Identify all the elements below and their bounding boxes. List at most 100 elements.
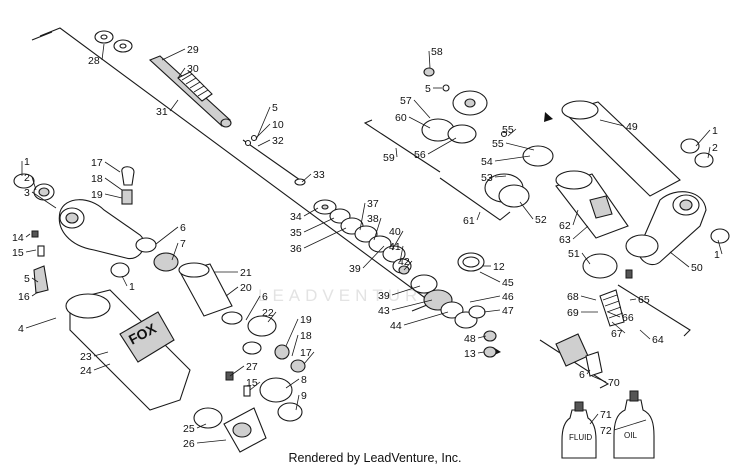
- callout-18[interactable]: 18: [300, 330, 312, 342]
- callout-36[interactable]: 36: [290, 243, 302, 255]
- oring-6-mid: [135, 237, 157, 253]
- callout-20[interactable]: 20: [240, 282, 252, 294]
- callout-48[interactable]: 48: [464, 333, 476, 345]
- callout-39[interactable]: 39: [378, 290, 390, 302]
- callout-51[interactable]: 51: [568, 248, 580, 260]
- callout-63[interactable]: 63: [559, 234, 571, 246]
- callout-4[interactable]: 4: [18, 323, 24, 335]
- callout-35[interactable]: 35: [290, 227, 302, 239]
- callout-15[interactable]: 15: [12, 247, 24, 259]
- callout-16[interactable]: 16: [18, 291, 30, 303]
- callout-42[interactable]: 42: [398, 256, 410, 268]
- callout-22[interactable]: 22: [262, 307, 274, 319]
- callout-leader: [611, 321, 626, 334]
- callout-32[interactable]: 32: [272, 135, 284, 147]
- callout-5[interactable]: 5: [24, 273, 30, 285]
- callout-2[interactable]: 2: [712, 142, 718, 154]
- callout-66[interactable]: 66: [622, 312, 634, 324]
- callout-60[interactable]: 60: [395, 112, 407, 124]
- callout-49[interactable]: 49: [626, 121, 638, 133]
- callout-leader: [391, 285, 421, 296]
- callout-26[interactable]: 26: [183, 438, 195, 450]
- callout-28[interactable]: 28: [88, 55, 100, 67]
- callout-55[interactable]: 55: [502, 124, 514, 136]
- callout-56[interactable]: 56: [414, 149, 426, 161]
- callout-41[interactable]: 41: [389, 241, 401, 253]
- callout-33[interactable]: 33: [313, 169, 325, 181]
- callout-34[interactable]: 34: [290, 211, 302, 223]
- callout-8[interactable]: 8: [301, 374, 307, 386]
- callout-13[interactable]: 13: [464, 348, 476, 360]
- callout-38[interactable]: 38: [367, 213, 379, 225]
- callout-5[interactable]: 5: [425, 83, 431, 95]
- pin-15: [37, 245, 45, 257]
- callout-46[interactable]: 46: [502, 291, 514, 303]
- callout-52[interactable]: 52: [535, 214, 547, 226]
- callout-14[interactable]: 14: [12, 232, 24, 244]
- callout-57[interactable]: 57: [400, 95, 412, 107]
- callout-67[interactable]: 67: [611, 328, 623, 340]
- callout-69[interactable]: 69: [567, 307, 579, 319]
- callout-40[interactable]: 40: [389, 226, 401, 238]
- callout-10[interactable]: 10: [272, 119, 284, 131]
- callout-17[interactable]: 17: [300, 347, 312, 359]
- callout-6[interactable]: 6: [180, 222, 186, 234]
- callout-5[interactable]: 5: [272, 102, 278, 114]
- callout-leader: [359, 202, 366, 231]
- callout-50[interactable]: 50: [691, 262, 703, 274]
- callout-54[interactable]: 54: [481, 156, 493, 168]
- callout-55[interactable]: 55: [492, 138, 504, 150]
- callout-53[interactable]: 53: [481, 172, 493, 184]
- callout-1[interactable]: 1: [24, 156, 30, 168]
- callout-17[interactable]: 17: [91, 157, 103, 169]
- callout-59[interactable]: 59: [383, 152, 395, 164]
- callout-23[interactable]: 23: [80, 351, 92, 363]
- callout-7[interactable]: 7: [180, 238, 186, 250]
- callout-9[interactable]: 9: [301, 390, 307, 402]
- callout-19[interactable]: 19: [91, 189, 103, 201]
- callout-12[interactable]: 12: [493, 261, 505, 273]
- callout-71[interactable]: 71: [600, 409, 612, 421]
- callout-leader: [483, 309, 501, 313]
- callout-leader: [31, 176, 37, 191]
- callout-62[interactable]: 62: [559, 220, 571, 232]
- callout-21[interactable]: 21: [240, 267, 252, 279]
- arrow-marker-top: [544, 112, 553, 122]
- callout-37[interactable]: 37: [367, 198, 379, 210]
- callout-39[interactable]: 39: [349, 263, 361, 275]
- callout-64[interactable]: 64: [652, 334, 664, 346]
- callout-30[interactable]: 30: [187, 63, 199, 75]
- callout-leader: [362, 245, 385, 269]
- callout-72[interactable]: 72: [600, 425, 612, 437]
- callout-31[interactable]: 31: [156, 106, 168, 118]
- callout-6[interactable]: 6: [262, 291, 268, 303]
- callout-1[interactable]: 1: [714, 249, 720, 261]
- callout-3[interactable]: 3: [24, 187, 30, 199]
- callout-1[interactable]: 1: [712, 125, 718, 137]
- callout-65[interactable]: 65: [638, 294, 650, 306]
- callout-47[interactable]: 47: [502, 305, 514, 317]
- callout-45[interactable]: 45: [502, 277, 514, 289]
- callout-leader: [717, 239, 723, 255]
- callout-15[interactable]: 15: [246, 377, 258, 389]
- oring-5-right: [442, 84, 450, 92]
- callout-leader: [413, 99, 431, 119]
- callout-25[interactable]: 25: [183, 423, 195, 435]
- callout-61[interactable]: 61: [463, 215, 475, 227]
- callout-27[interactable]: 27: [246, 361, 258, 373]
- callout-19[interactable]: 19: [300, 314, 312, 326]
- bottom-eyelet-26-hole: [232, 422, 252, 438]
- callout-leader: [196, 439, 227, 444]
- callout-leader: [507, 128, 517, 137]
- callout-68[interactable]: 68: [567, 291, 579, 303]
- callout-6[interactable]: 6: [579, 369, 585, 381]
- callout-70[interactable]: 70: [608, 377, 620, 389]
- callout-18[interactable]: 18: [91, 173, 103, 185]
- callout-1[interactable]: 1: [129, 281, 135, 293]
- callout-43[interactable]: 43: [378, 305, 390, 317]
- callout-58[interactable]: 58: [431, 46, 443, 58]
- callout-29[interactable]: 29: [187, 44, 199, 56]
- callout-44[interactable]: 44: [390, 320, 402, 332]
- callout-2[interactable]: 2: [24, 172, 30, 184]
- callout-24[interactable]: 24: [80, 365, 92, 377]
